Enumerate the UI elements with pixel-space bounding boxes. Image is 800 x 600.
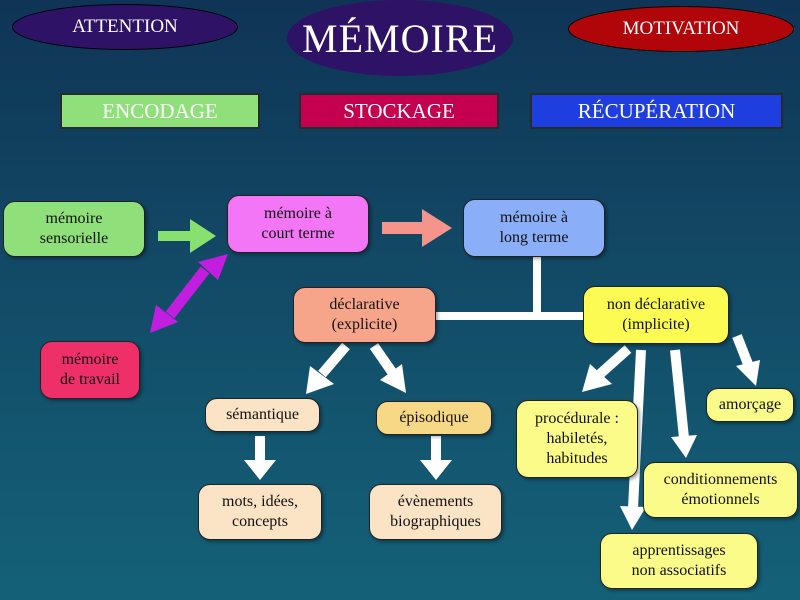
page-title: MÉMOIRE	[287, 0, 513, 76]
motivation-oval: MOTIVATION	[568, 6, 794, 52]
node-memoire-de-travail: mémoire de travail	[40, 341, 140, 399]
stage-stockage: STOCKAGE	[299, 93, 499, 129]
arrow-semantique-mots-shaft	[255, 436, 265, 462]
arrow-court-terme-travail-shaft	[165, 266, 210, 319]
node-amorcage: amorçage	[706, 388, 794, 422]
node-semantique: sémantique	[205, 398, 320, 432]
arrow-episodique-evenements-shaft	[431, 436, 441, 462]
arrow-declarative-episodique-head	[380, 364, 406, 393]
arrow-court-terme-to-long-terme	[382, 209, 452, 247]
arrow-episodique-evenements-head	[420, 460, 452, 480]
arrow-sensorielle-to-court-terme	[158, 219, 216, 253]
arrow-semantique-mots-head	[244, 460, 276, 480]
node-episodique: épisodique	[376, 401, 492, 435]
arrow-declarative-semantique-shaft	[318, 342, 350, 378]
node-declarative: déclarative (explicite)	[293, 287, 436, 343]
connector-long-terme-vertical	[533, 254, 541, 316]
arrow-nondecl-amorcage-head	[736, 360, 760, 386]
node-memoire-court-terme: mémoire à court terme	[227, 195, 369, 253]
connector-horizontal	[435, 312, 585, 320]
arrow-nondecl-apprentissages-head	[620, 506, 646, 530]
arrow-declarative-semantique-head	[306, 366, 334, 394]
stage-encodage: ENCODAGE	[60, 93, 260, 129]
node-memoire-sensorielle: mémoire sensorielle	[3, 201, 145, 257]
node-non-declarative: non déclarative (implicite)	[583, 286, 729, 344]
node-evenements-biographiques: évènements biographiques	[369, 484, 502, 540]
arrow-head-to-travail	[150, 305, 178, 333]
stage-recuperation: RÉCUPÉRATION	[530, 93, 783, 129]
attention-oval: ATTENTION	[12, 4, 238, 50]
arrow-nondecl-conditionnements-shaft	[670, 349, 689, 439]
node-procedurale: procédurale : habiletés, habitudes	[516, 400, 638, 478]
node-conditionnements-emotionnels: conditionnements émotionnels	[643, 462, 798, 518]
arrow-nondecl-procedurale-head	[582, 364, 612, 392]
node-apprentissages-non-associatifs: apprentissages non associatifs	[600, 533, 758, 589]
arrow-nondecl-conditionnements-head	[671, 435, 697, 458]
arrow-head-to-court-terme	[198, 254, 228, 280]
arrow-nondecl-amorcage-shaft	[732, 334, 753, 366]
node-mots-idees-concepts: mots, idées, concepts	[198, 484, 322, 540]
arrow-declarative-episodique-shaft	[369, 343, 397, 375]
arrow-nondecl-procedurale-shaft	[596, 345, 632, 378]
node-memoire-long-terme: mémoire à long terme	[463, 199, 605, 257]
